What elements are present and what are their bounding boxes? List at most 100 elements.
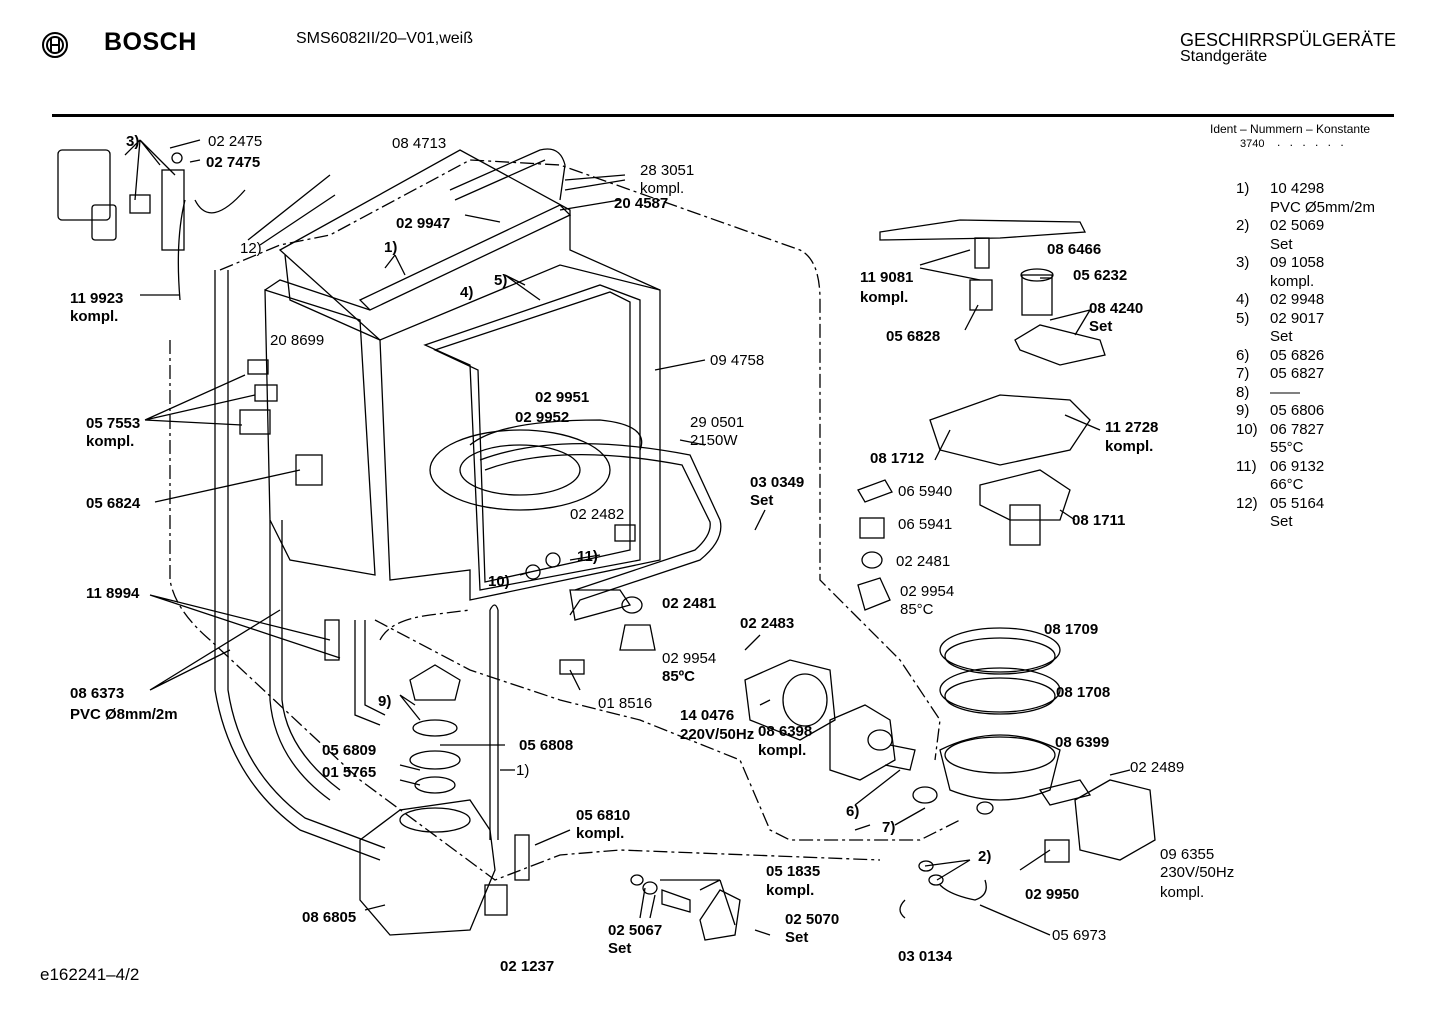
part-callout: 7) xyxy=(882,819,895,836)
part-callout: 08 4240 xyxy=(1089,300,1143,317)
legend-number: 7) xyxy=(1236,365,1250,382)
part-callout: kompl. xyxy=(1160,884,1204,901)
part-callout: 08 6398 xyxy=(758,723,812,740)
legend-number: 2) xyxy=(1236,217,1250,234)
part-callout: 08 6399 xyxy=(1055,734,1109,751)
tub-door-frame xyxy=(423,284,641,591)
part-callout: 09 6355 xyxy=(1160,846,1214,863)
part-callout: 08 4713 xyxy=(392,135,446,152)
part-callout: 11 9081 xyxy=(860,269,913,286)
bracket-01-8516 xyxy=(559,659,585,675)
legend-value: 05 5164 xyxy=(1270,494,1325,512)
part-callout: 05 7553 xyxy=(86,415,140,432)
part-callout: 02 5070 xyxy=(785,911,839,928)
filter-cup-08-1711 xyxy=(979,469,1071,521)
part-callout: 08 1708 xyxy=(1056,684,1110,701)
part-callout: 02 2481 xyxy=(662,595,716,612)
part-callout: 02 5067 xyxy=(608,922,662,939)
frame-outline-lower xyxy=(169,340,881,881)
part-callout: 08 1709 xyxy=(1044,621,1098,638)
part-callout: 4) xyxy=(460,284,473,301)
seal-ring-1 xyxy=(409,750,461,770)
part-callout: 03 0349 xyxy=(750,474,804,491)
part-callout: 02 9954 xyxy=(900,583,954,600)
legend-value: 05 6826 xyxy=(1270,346,1325,364)
part-callout: 02 9954 xyxy=(662,650,716,667)
part-callout: kompl. xyxy=(640,180,684,197)
part-callout: 5) xyxy=(494,272,507,289)
part-06-5940 xyxy=(857,479,893,503)
legend-value: 10 4298 xyxy=(1270,180,1325,197)
legend-value: 02 5069 xyxy=(1270,217,1325,234)
seal-ring-3 xyxy=(412,719,458,737)
part-callout: 06 5941 xyxy=(898,516,952,533)
part-callout: 05 6810 xyxy=(576,807,630,824)
thermostat-85 xyxy=(619,624,656,651)
part-callout: Set xyxy=(750,492,773,509)
part-callout: 230V/50Hz xyxy=(1160,864,1234,881)
part-callout: 02 9952 xyxy=(515,409,569,426)
side-panel xyxy=(264,289,376,576)
part-callout: 02 2489 xyxy=(1130,759,1184,776)
grommet-02-2481 xyxy=(861,551,883,569)
part-callout: 220V/50Hz xyxy=(680,726,754,743)
legend-value: —— xyxy=(1270,383,1300,401)
part-callout: 11) xyxy=(577,548,598,565)
legend-value: Set xyxy=(1270,328,1293,345)
legend-value: PVC Ø5mm/2m xyxy=(1270,198,1376,216)
part-callout: 20 4587 xyxy=(614,195,668,212)
ident-value: 3740 xyxy=(1240,138,1265,150)
legend-value: 06 9132 xyxy=(1270,457,1325,475)
sump-housing xyxy=(359,799,496,936)
part-callout: 08 6373 xyxy=(70,685,124,702)
part-callout: kompl. xyxy=(70,308,118,325)
part-callout: 05 6824 xyxy=(86,495,141,512)
part-callout: 02 9947 xyxy=(396,215,450,232)
legend-value: 55°C xyxy=(1270,439,1304,456)
legend-value: 05 6806 xyxy=(1270,402,1325,419)
ident-heading: Ident – Nummern – Konstante xyxy=(1210,122,1371,136)
part-callout: kompl. xyxy=(758,742,806,759)
part-callout: 12) xyxy=(240,240,262,257)
legend-value: Set xyxy=(1270,513,1293,530)
terminal-02-2482 xyxy=(614,524,636,542)
float-switch xyxy=(484,884,508,916)
part-callout: 02 2483 xyxy=(740,615,794,632)
drawing-id: e162241–4/2 xyxy=(40,965,140,984)
legend-number: 5) xyxy=(1236,309,1250,327)
part-callout: 1) xyxy=(516,762,529,779)
ident-dots: . . . . . . xyxy=(1277,135,1347,149)
part-06-5941 xyxy=(859,517,885,539)
part-callout: 11 8994 xyxy=(86,585,140,602)
microswitch-2 xyxy=(254,384,278,402)
legend-number: 9) xyxy=(1236,402,1250,419)
part-callout: 85ºC xyxy=(662,668,695,685)
circulation-motor xyxy=(744,659,836,741)
filter-sleeve-05-6232 xyxy=(1021,274,1053,316)
tub-body xyxy=(278,149,661,601)
part-callout: Set xyxy=(1089,318,1112,335)
part-callout: 11 9923 xyxy=(70,290,123,307)
legend-number: 11) xyxy=(1236,457,1257,475)
part-callout: kompl. xyxy=(86,433,134,450)
valve-05-1835 xyxy=(699,889,741,941)
legend-number: 8) xyxy=(1236,383,1250,401)
part-callout: 6) xyxy=(846,803,859,820)
pump-housing xyxy=(829,704,896,781)
part-callout: 02 2481 xyxy=(896,553,950,570)
arm-holder-08-4240 xyxy=(1014,324,1106,366)
part-callout: 28 3051 xyxy=(640,162,694,179)
category-subtitle: Standgeräte xyxy=(1180,48,1268,65)
part-callout: 02 2475 xyxy=(208,133,262,150)
top-rail xyxy=(358,204,572,311)
part-callout: PVC Ø8mm/2m xyxy=(70,706,178,723)
part-callout: 09 4758 xyxy=(710,352,764,369)
part-callout: 02 9951 xyxy=(535,389,589,406)
part-callout: 3) xyxy=(126,133,139,150)
part-callout: 14 0476 xyxy=(680,707,734,724)
part-callout: 02 1237 xyxy=(500,958,554,975)
small-tube xyxy=(514,834,530,881)
part-callout: 2150W xyxy=(690,432,738,449)
part-callout: 08 1712 xyxy=(870,450,924,467)
category-title: GESCHIRRSPÜLGERÄTE xyxy=(1180,30,1397,50)
